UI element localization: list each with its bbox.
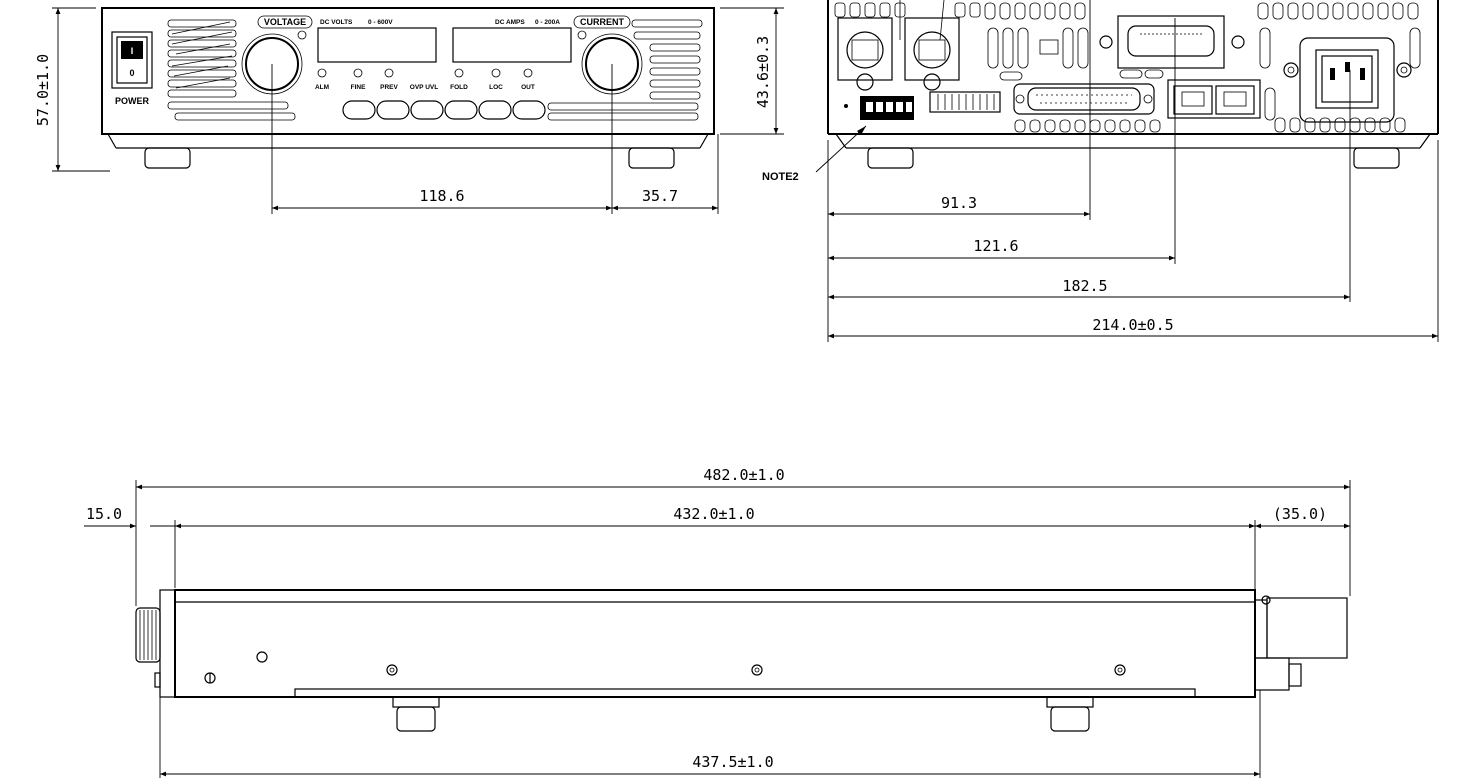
rear-dimension-lines <box>827 0 1439 342</box>
svg-text:432.0±1.0: 432.0±1.0 <box>673 505 754 523</box>
db25-connector <box>1013 83 1155 115</box>
dc-volts-label: DC VOLTS <box>320 19 353 26</box>
svg-text:15.0: 15.0 <box>86 505 122 523</box>
front-dimension-height-body: 43.6±0.3 <box>720 7 784 135</box>
button-label-prev: PREV <box>380 84 398 91</box>
svg-text:437.5±1.0: 437.5±1.0 <box>692 753 773 771</box>
button-label-loc: LOC <box>489 84 503 91</box>
rear-vent-top <box>834 2 1419 20</box>
svg-text:482.0±1.0: 482.0±1.0 <box>703 466 784 484</box>
button-loc[interactable] <box>478 100 512 120</box>
svg-text:182.5: 182.5 <box>1062 277 1107 295</box>
switch-on-label: I <box>131 46 134 56</box>
side-dimension-body: 432.0±1.0 15.0 (35.0) <box>84 505 1350 529</box>
front-vent-left <box>167 19 296 121</box>
rear-dimension-width: 214.0±0.5 <box>828 316 1438 339</box>
note2-callout: NOTE2 <box>762 125 867 183</box>
svg-text:57.0±1.0: 57.0±1.0 <box>34 54 52 126</box>
current-label: CURRENT <box>580 17 625 27</box>
rear-dimension-d1: 91.3 <box>828 194 1090 217</box>
svg-text:91.3: 91.3 <box>941 194 977 212</box>
voltage-display <box>317 27 437 63</box>
rear-dimension-d2: 121.6 <box>828 237 1175 261</box>
rear-view: NOTE2 91.3 121.6 182.5 214.0±0.5 <box>762 0 1439 342</box>
rj45-ports <box>1167 79 1261 119</box>
front-dimension-knob-spacing: 118.6 35.7 <box>271 64 719 214</box>
ac-inlet <box>1283 37 1412 123</box>
side-knob <box>135 607 161 663</box>
svg-text:121.6: 121.6 <box>973 237 1018 255</box>
power-label: POWER <box>115 96 150 106</box>
rear-foot-left <box>867 147 914 169</box>
side-foot-right <box>1046 696 1094 732</box>
button-ovp[interactable] <box>410 100 444 120</box>
amps-range-label: 0 - 200A <box>535 19 560 26</box>
front-foot-left <box>144 147 191 169</box>
voltage-label: VOLTAGE <box>264 17 306 27</box>
button-label-alm: ALM <box>315 84 329 91</box>
button-out[interactable] <box>512 100 546 120</box>
button-prev[interactable] <box>376 100 410 120</box>
rear-foot-right <box>1353 147 1400 169</box>
front-dimension-height-overall: 57.0±1.0 <box>34 7 110 172</box>
switch-off-label: 0 <box>129 68 134 78</box>
button-fold[interactable] <box>444 100 478 120</box>
side-view: 482.0±1.0 432.0±1.0 15.0 (35.0) 437.5±1.… <box>84 466 1351 778</box>
current-display <box>452 27 572 63</box>
button-label-out: OUT <box>521 84 535 91</box>
sense-terminal <box>844 96 914 120</box>
indicator-leds <box>317 68 533 78</box>
svg-text:(35.0): (35.0) <box>1273 505 1327 523</box>
rear-vent-bottom <box>1014 117 1406 133</box>
side-dimension-overall: 482.0±1.0 <box>136 466 1350 490</box>
dip-switch <box>929 91 1001 113</box>
front-vent-right <box>547 19 703 121</box>
side-dimension-bottom: 437.5±1.0 <box>160 753 1260 777</box>
button-fine[interactable] <box>342 100 376 120</box>
svg-text:NOTE2: NOTE2 <box>762 171 799 183</box>
side-body <box>174 589 1256 698</box>
front-view: I 0 POWER VOLTAGE DC VOLTS 0 - 600V DC A… <box>34 7 784 214</box>
output-terminals <box>837 0 960 91</box>
svg-text:35.7: 35.7 <box>642 187 678 205</box>
button-label-ovp: OVP UVL <box>410 84 438 91</box>
side-foot-left <box>392 696 440 732</box>
side-dimension-lines <box>135 480 1351 778</box>
analog-connector <box>1099 15 1245 69</box>
front-foot-right <box>628 147 675 169</box>
svg-text:43.6±0.3: 43.6±0.3 <box>754 36 772 108</box>
rear-dimension-d3: 182.5 <box>828 277 1350 300</box>
front-buttons[interactable] <box>342 100 546 120</box>
button-label-fine: FINE <box>351 84 366 91</box>
power-switch[interactable] <box>111 31 153 89</box>
svg-text:118.6: 118.6 <box>419 187 464 205</box>
rear-vent-mid <box>987 27 1421 121</box>
svg-text:214.0±0.5: 214.0±0.5 <box>1092 316 1173 334</box>
dc-amps-label: DC AMPS <box>495 19 525 26</box>
volts-range-label: 0 - 600V <box>368 19 393 26</box>
button-label-fold: FOLD <box>450 84 468 91</box>
